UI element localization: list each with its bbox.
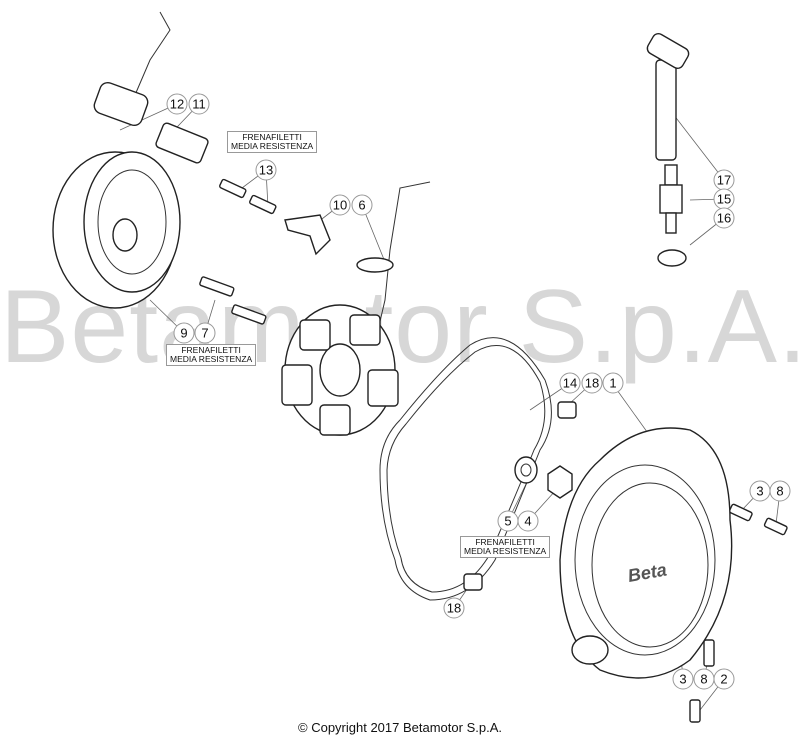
dowel-pin: [463, 573, 483, 591]
callout-8: 8: [769, 480, 791, 502]
callout-10: 10: [329, 194, 351, 216]
callout-12: 12: [166, 93, 188, 115]
callout-11: 11: [188, 93, 210, 115]
note-line: FRENAFILETTI: [242, 132, 302, 142]
ignition-cover: Beta: [559, 427, 733, 679]
cable-clip: [284, 214, 331, 256]
callout-14: 14: [559, 372, 581, 394]
sensor-bracket: [155, 122, 209, 164]
note-line: MEDIA RESISTENZA: [231, 141, 314, 151]
callout-8: 8: [693, 668, 715, 690]
spark-plug-cap: [646, 32, 690, 161]
callout-18: 18: [443, 597, 465, 619]
callout-15: 15: [713, 188, 735, 210]
callout-17: 17: [713, 169, 735, 191]
gasket: [379, 337, 552, 601]
callout-2: 2: [713, 668, 735, 690]
callout-7: 7: [194, 322, 216, 344]
flywheel: [52, 151, 181, 309]
copyright: © Copyright 2017 Betamotor S.p.A.: [298, 720, 502, 735]
note-line: MEDIA RESISTENZA: [464, 546, 547, 556]
pickup-sensor: [93, 11, 171, 127]
spark-plug: [659, 164, 683, 234]
callout-13: 13: [255, 159, 277, 181]
dowel-pin: [557, 401, 577, 419]
callout-5: 5: [497, 510, 519, 532]
callout-6: 6: [351, 194, 373, 216]
note-line: FRENAFILETTI: [181, 345, 241, 355]
callout-3: 3: [672, 668, 694, 690]
callout-18: 18: [581, 372, 603, 394]
note-line: MEDIA RESISTENZA: [170, 354, 253, 364]
nut: [547, 465, 573, 499]
note-line: FRENAFILETTI: [475, 537, 535, 547]
stator: [281, 181, 431, 436]
callout-1: 1: [602, 372, 624, 394]
callout-9: 9: [173, 322, 195, 344]
callout-4: 4: [517, 510, 539, 532]
washer: [514, 456, 538, 484]
callout-16: 16: [713, 207, 735, 229]
callout-3: 3: [749, 480, 771, 502]
spark-plug-seal: [657, 249, 687, 267]
